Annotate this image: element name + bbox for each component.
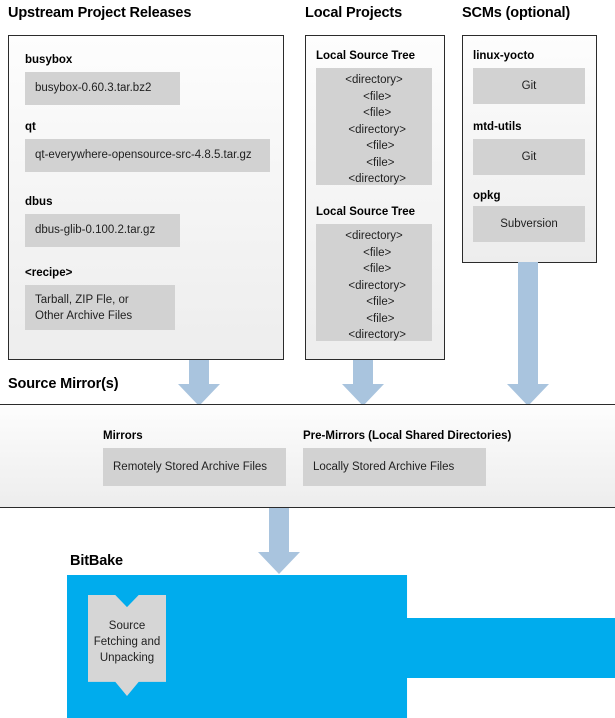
local-source-tree-listing-1: <directory> <file> <file> <directory> <f… <box>345 74 406 185</box>
local-source-tree-box-2: <directory> <file> <file> <directory> <f… <box>316 224 432 341</box>
arrow-down-icon-upstream-to-mirror <box>176 360 222 406</box>
local-source-tree-listing-2: <directory> <file> <file> <directory> <f… <box>345 230 406 341</box>
section-title-source-mirrors: Source Mirror(s) <box>8 376 119 392</box>
arrow-head <box>342 384 384 406</box>
archive-box-qt: qt-everywhere-opensource-src-4.8.5.tar.g… <box>25 139 270 172</box>
arrow-down-icon-local-to-mirror <box>340 360 386 406</box>
arrow-down-icon-scms-to-mirror <box>505 262 551 406</box>
bitbake-task-label: Source Fetching and Unpacking <box>93 619 161 664</box>
section-title-upstream-project-releases: Upstream Project Releases <box>8 5 192 21</box>
item-label-mtd-utils: mtd-utils <box>473 121 522 133</box>
section-title-scms: SCMs (optional) <box>462 5 571 21</box>
item-label-pre-mirrors: Pre-Mirrors (Local Shared Directories) <box>303 430 512 442</box>
arrow-head <box>178 384 220 406</box>
item-label-linux-yocto: linux-yocto <box>473 50 535 62</box>
item-label-recipe: <recipe> <box>25 267 73 279</box>
arrow-shaft <box>189 360 209 386</box>
arrow-shaft <box>269 508 289 554</box>
item-label-local-source-tree-1: Local Source Tree <box>316 50 416 62</box>
archive-box-busybox: busybox-0.60.3.tar.bz2 <box>25 72 180 105</box>
arrow-shaft <box>353 360 373 386</box>
archive-box-dbus: dbus-glib-0.100.2.tar.gz <box>25 214 180 247</box>
mirror-box-remote-archives: Remotely Stored Archive Files <box>103 448 286 486</box>
scm-box-linux-yocto: Git <box>473 68 585 104</box>
item-label-dbus: dbus <box>25 196 53 208</box>
local-source-tree-box-1: <directory> <file> <file> <directory> <f… <box>316 68 432 185</box>
arrow-head <box>258 552 300 574</box>
scm-box-mtd-utils: Git <box>473 139 585 175</box>
arrow-head <box>507 384 549 406</box>
scm-box-opkg: Subversion <box>473 206 585 242</box>
item-label-opkg: opkg <box>473 190 501 202</box>
item-label-busybox: busybox <box>25 54 73 66</box>
archive-box-recipe-text: Tarball, ZIP Fle, or Other Archive Files <box>35 293 133 322</box>
section-title-local-projects: Local Projects <box>305 5 403 21</box>
arrow-down-icon-mirror-to-bitbake <box>256 508 302 576</box>
bitbake-task-source-fetching-and-unpacking: Source Fetching and Unpacking <box>88 595 166 696</box>
archive-box-recipe: Tarball, ZIP Fle, or Other Archive Files <box>25 285 175 330</box>
item-label-local-source-tree-2: Local Source Tree <box>316 206 416 218</box>
item-label-qt: qt <box>25 121 36 133</box>
arrow-shaft <box>518 262 538 386</box>
mirror-box-local-archives: Locally Stored Archive Files <box>303 448 486 486</box>
item-label-mirrors: Mirrors <box>103 430 143 442</box>
section-title-bitbake: BitBake <box>70 553 123 569</box>
